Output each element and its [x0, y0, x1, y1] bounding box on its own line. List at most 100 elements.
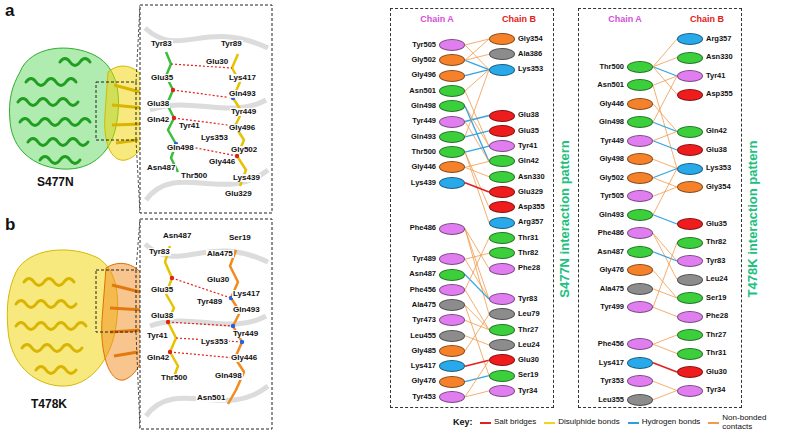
residue-ellipse: [677, 52, 703, 64]
salt-bridge-line: [653, 363, 677, 372]
residue-name: Tyr505: [600, 192, 624, 200]
residue-ellipse: [439, 223, 465, 235]
residue-name: Lys353: [518, 65, 543, 73]
residue-ellipse: [489, 354, 515, 366]
bond: [173, 90, 233, 98]
helix: [36, 367, 76, 374]
residue-name: Thr27: [518, 326, 538, 334]
residue-ellipse: [439, 131, 465, 143]
residue-ellipse: [439, 39, 465, 51]
residue-ellipse: [489, 370, 515, 382]
residue-ellipse: [489, 217, 515, 229]
residue-name: Glu35: [518, 127, 539, 135]
residue-ellipse: [677, 70, 703, 82]
residue-node: Ala475: [412, 299, 465, 311]
residue-ellipse: [489, 171, 515, 183]
residue-ellipse: [439, 314, 465, 326]
residue-node: Phe486: [410, 223, 465, 235]
residue-name: Gln498: [411, 102, 436, 110]
residue-node: Gly354: [489, 33, 543, 45]
residue-name: Tyr34: [518, 387, 537, 395]
ribbon: [146, 170, 268, 200]
residue-label: Lys417: [232, 290, 261, 298]
residue-node: Ala475: [600, 283, 653, 295]
residue-label: Glu329: [224, 190, 253, 198]
residue-name: Thr82: [518, 249, 538, 257]
chain-header: Chain B: [502, 15, 536, 25]
residue-node: Lys439: [411, 177, 465, 189]
residue-ellipse: [439, 161, 465, 173]
bond: [168, 322, 233, 326]
residue-label: Gly502: [230, 146, 258, 154]
residue-node: Tyr83: [489, 293, 537, 305]
residue-node: Gly476: [411, 376, 465, 388]
residue-node: Gln493: [411, 131, 465, 143]
residue-label: Tyr83: [150, 40, 173, 48]
residue-ellipse: [677, 237, 703, 249]
residue-node: Asn330: [677, 52, 733, 64]
residue-node: Gln42: [677, 126, 727, 138]
helix: [24, 279, 74, 286]
ribbon: [146, 386, 268, 416]
residue-name: Ser19: [706, 294, 726, 302]
residue-name: Gly485: [411, 347, 436, 355]
strand: [110, 308, 144, 310]
ace2-helices: [18, 59, 90, 164]
residue-label: Tyr41: [178, 122, 201, 130]
legend-line-sample: [544, 422, 555, 424]
residue-node: Gln42: [489, 155, 539, 167]
residue-ellipse: [439, 253, 465, 265]
residue-name: Thr500: [599, 63, 624, 71]
oxygen-atom: [170, 276, 174, 280]
residue-node: Thr500: [411, 146, 465, 158]
residue-ellipse: [439, 391, 465, 403]
non-bonded-line: [465, 360, 489, 397]
residue-ellipse: [627, 301, 653, 313]
residue-name: Tyr505: [412, 41, 436, 49]
residue-ellipse: [627, 394, 653, 406]
zoom-leader: [136, 219, 140, 270]
residue-node: Tyr449: [600, 135, 653, 147]
residue-node: Glu30: [489, 354, 539, 366]
residue-label: Glu38: [146, 100, 170, 108]
residue-node: Ser19: [489, 370, 538, 382]
nitrogen-atom: [231, 324, 235, 328]
helix: [16, 323, 86, 330]
residue-name: Leu355: [598, 396, 624, 404]
residue-name: Tyr41: [706, 72, 725, 80]
residue-name: Phe486: [598, 229, 624, 237]
ace2-surface: [9, 48, 118, 169]
zoom-box: [140, 5, 272, 213]
variant-name: S477N: [36, 176, 75, 189]
helix: [40, 157, 80, 164]
residue-node: Ser19: [677, 292, 726, 304]
interaction-panel: Chain AChain BS477N interaction patternT…: [390, 8, 554, 408]
non-bonded-line: [653, 159, 677, 168]
non-bonded-line: [653, 307, 677, 316]
residue-ellipse: [627, 135, 653, 147]
helix: [26, 79, 76, 86]
residue-label: Lys439: [232, 174, 261, 182]
residue-label: Tyr489: [196, 298, 223, 306]
residue-name: Lys417: [599, 359, 624, 367]
residue-ellipse: [439, 269, 465, 281]
residue-ellipse: [677, 348, 703, 360]
zoom-leader: [136, 5, 140, 82]
helix: [16, 301, 76, 308]
residue-node: Thr82: [489, 247, 538, 259]
residue-node: Asp355: [489, 201, 545, 213]
residue-ellipse: [677, 126, 703, 138]
residue-label: Gln42: [146, 354, 170, 362]
zoom-box: [140, 219, 272, 429]
residue-ellipse: [439, 116, 465, 128]
residue-node: Arg357: [677, 33, 731, 45]
residue-node: Leu79: [489, 308, 540, 320]
atoms: [166, 276, 244, 354]
nitrogen-atom: [240, 340, 244, 344]
residue-name: Lys439: [411, 179, 436, 187]
residue-ellipse: [677, 274, 703, 286]
residue-name: Ala475: [600, 285, 624, 293]
residue-label: Tyr41: [146, 332, 169, 340]
bond: [170, 352, 235, 358]
hydrogen-bond-line: [465, 146, 489, 152]
